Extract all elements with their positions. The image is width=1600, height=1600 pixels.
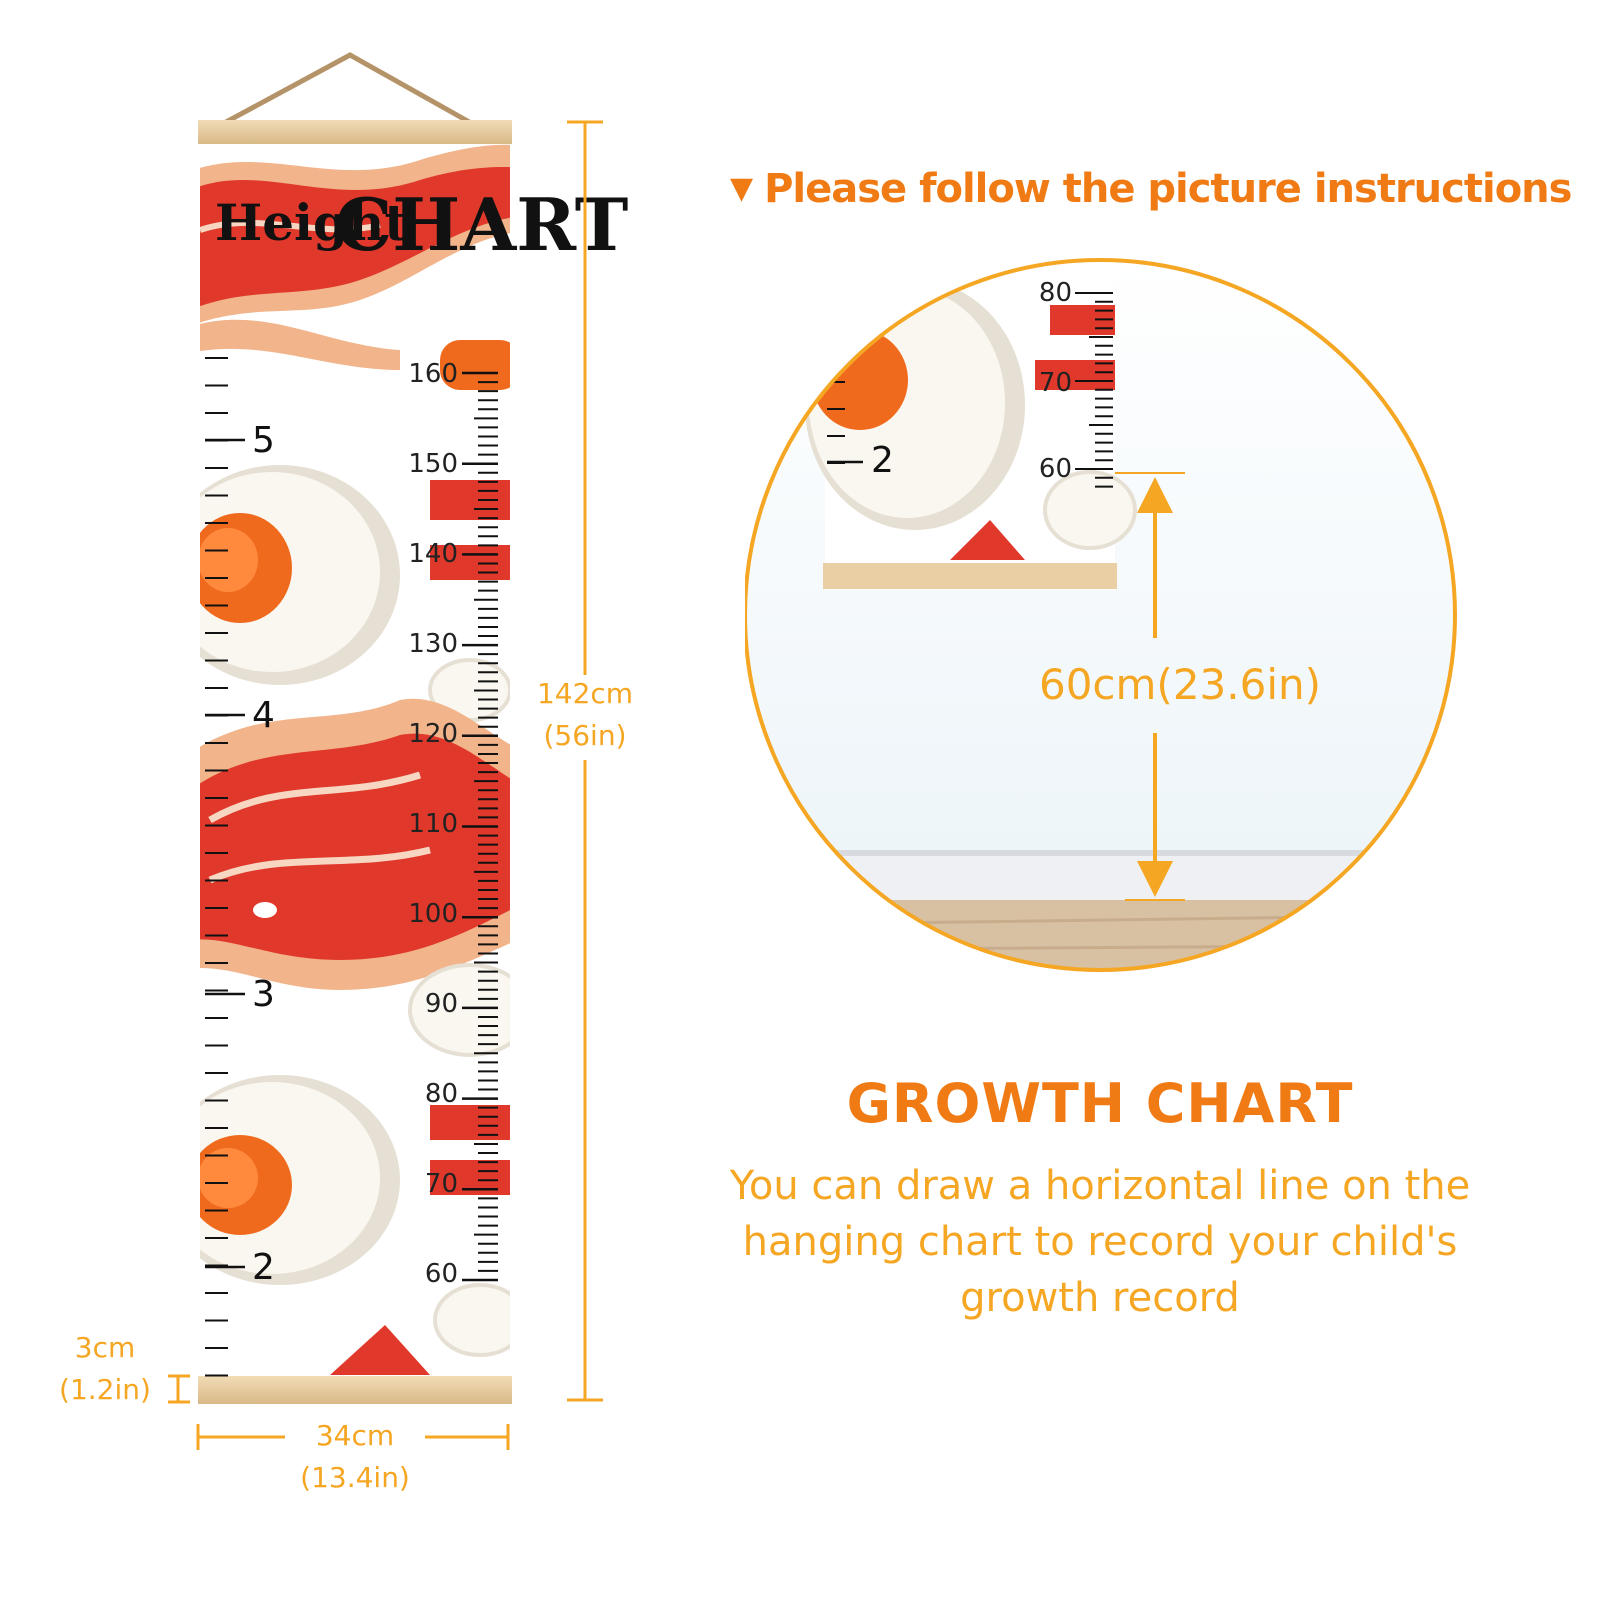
chart-title-height: Height [215,193,407,252]
mini-cm-label-70: 70 [1039,368,1072,398]
width-dimension-label: 34cm (13.4in) [285,1415,425,1499]
rod-dimension-label: 3cm (1.2in) [40,1327,170,1411]
cm-label-80: 80 [425,1079,458,1109]
instruction-text: Please follow the picture instructions [764,166,1572,212]
rod-dimension-line [168,1374,190,1404]
growth-chart-title: GROWTH CHART [846,1072,1354,1135]
ft-label-4: 4 [252,695,275,736]
ft-label-2: 2 [252,1247,275,1288]
cm-ruler [462,371,498,1282]
chart-title-chart: CHART [335,182,628,267]
hanging-rope [213,52,482,131]
mini-cm-ruler [1075,292,1113,488]
cm-label-110: 110 [408,809,458,839]
height-in: (56in) [543,719,627,752]
height-cm: 142cm [536,677,634,710]
cm-label-130: 130 [408,629,458,659]
cm-label-120: 120 [408,719,458,749]
width-cm: 34cm [315,1419,395,1452]
cm-label-140: 140 [408,539,458,569]
rod-cm: 3cm [74,1331,136,1364]
width-dimension-line [196,1424,510,1450]
mini-bottom-rod [823,563,1117,589]
feet-labels: 5 4 3 2 [252,420,275,1288]
bottom-wood-rod [198,1376,512,1404]
mini-cm-label-80: 80 [1039,278,1072,308]
feet-ruler [205,357,245,1377]
installation-detail-circle: 80 70 60 2 [745,258,1457,972]
rod-in: (1.2in) [59,1373,151,1406]
cm-label-90: 90 [425,989,458,1019]
mini-ft-label-2: 2 [871,440,894,481]
width-in: (13.4in) [300,1461,410,1494]
ft-label-5: 5 [252,420,275,461]
triangle-down-icon: ▼ [730,171,753,206]
height-dimension-label: 142cm (56in) [520,673,650,757]
measurement-arrow [1115,472,1185,901]
instruction-heading: ▼ Please follow the picture instructions [730,166,1572,212]
hanging-height-chart: Height CHART 160 150 140 130 120 110 100… [168,52,628,1450]
ft-label-3: 3 [252,974,275,1015]
height-dimension-line [567,120,603,1402]
wood-floor [745,900,1456,971]
cm-label-100: 100 [408,899,458,929]
cm-label-160: 160 [408,359,458,389]
cm-label-60: 60 [425,1259,458,1289]
cm-labels: 160 150 140 130 120 110 100 90 80 70 60 [408,359,458,1289]
cm-label-70: 70 [425,1169,458,1199]
cm-label-150: 150 [408,449,458,479]
growth-chart-description: You can draw a horizontal line on the ha… [729,1163,1471,1321]
mini-cm-label-60: 60 [1039,454,1072,484]
top-wood-rod [198,120,512,144]
measurement-label: 60cm(23.6in) [1038,660,1322,709]
